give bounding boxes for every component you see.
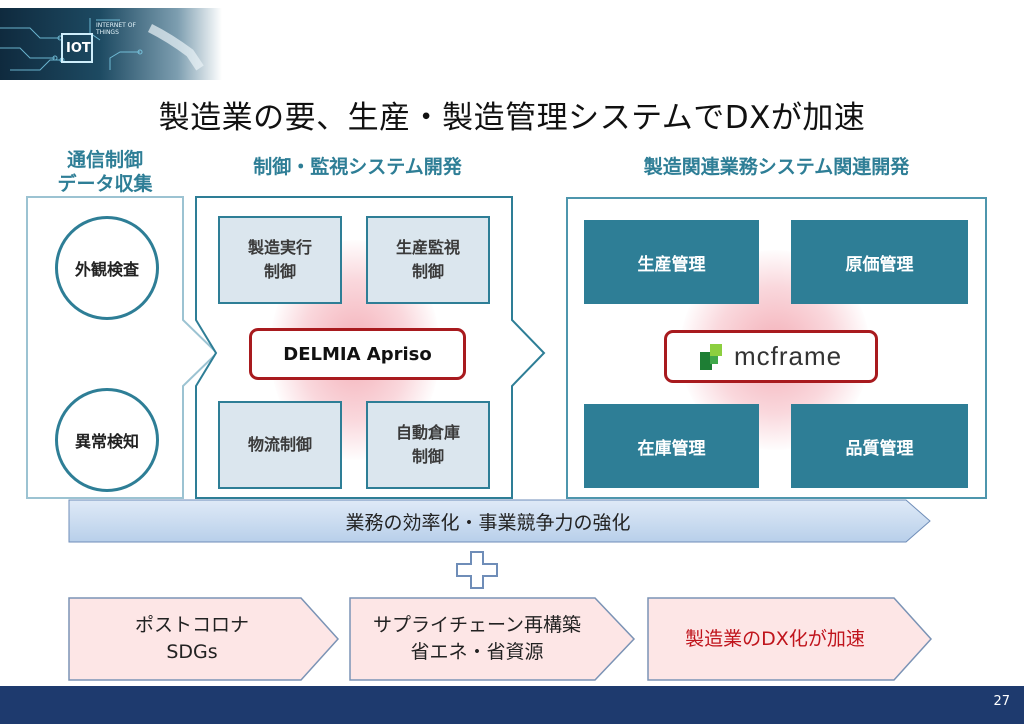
- plus-icon: [456, 551, 498, 589]
- mes-control-box: 製造実行 制御: [218, 216, 342, 304]
- left-section-title-line1: 通信制御: [66, 149, 143, 171]
- page-number: 27: [993, 694, 1010, 709]
- iot-label: IOT: [66, 41, 91, 56]
- mcframe-logo-icon: [699, 343, 722, 370]
- left-section-title: 通信制御 データ収集: [40, 148, 170, 196]
- delmia-apriso-pill: DELMIA Apriso: [249, 328, 466, 380]
- delmia-apriso-label: DELMIA Apriso: [283, 343, 432, 365]
- production-management-box: 生産管理: [584, 220, 759, 304]
- supply-chain-label: サプライチェーン再構築 省エネ・省資源: [372, 614, 582, 663]
- dx-acceleration-label: 製造業のDX化が加速: [685, 627, 865, 650]
- bottom-arrow-shapes: [68, 597, 933, 681]
- mcframe-pill: mcframe: [664, 330, 878, 383]
- inspection-circle: 外観検査: [55, 216, 159, 320]
- mcframe-logo-text: mcframe: [733, 341, 843, 371]
- page-title: 製造業の要、生産・製造管理システムでDXが加速: [158, 100, 866, 136]
- iot-sub-label: INTERNET OF THINGS: [96, 22, 136, 36]
- footer-bar: [0, 686, 1024, 724]
- efficiency-arrow-shape: [68, 499, 931, 543]
- middle-section-title: 制御・監視システム開発: [253, 156, 462, 178]
- production-monitor-box: 生産監視 制御: [366, 216, 490, 304]
- efficiency-arrow-label: 業務の効率化・事業競争力の強化: [345, 511, 631, 534]
- left-section-title-line2: データ収集: [57, 173, 153, 195]
- auto-warehouse-box: 自動倉庫 制御: [366, 401, 490, 489]
- right-section-title: 製造関連業務システム関連開発: [643, 156, 910, 178]
- post-corona-label: ポストコロナ SDGs: [134, 614, 249, 663]
- logistics-control-box: 物流制御: [218, 401, 342, 489]
- inventory-management-box: 在庫管理: [584, 404, 759, 488]
- cost-management-box: 原価管理: [791, 220, 968, 304]
- iot-banner-image: IOT INTERNET OF THINGS: [0, 8, 222, 80]
- quality-management-box: 品質管理: [791, 404, 968, 488]
- anomaly-circle: 異常検知: [55, 388, 159, 492]
